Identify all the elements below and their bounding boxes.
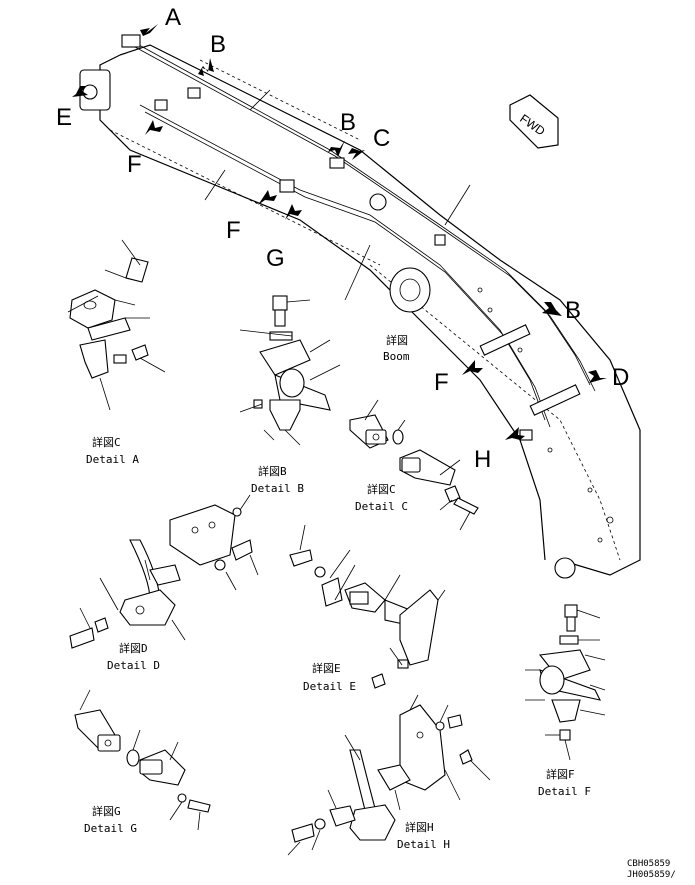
boom-caption: 詳図 Boom (383, 333, 410, 363)
callout-h: H (474, 446, 491, 473)
drawing-code-2: JH005859/ (627, 870, 676, 880)
detail-g-jp: 詳図G (92, 804, 121, 818)
drawing-codes: CBH05859 JH005859/ (627, 859, 676, 880)
arrow-e-icon (72, 86, 88, 97)
callout-f-mid: F (226, 217, 241, 244)
detail-g-en: Detail G (84, 822, 137, 835)
detail-f-jp: 詳図F (546, 767, 575, 781)
callout-a: A (165, 4, 181, 31)
callout-g: G (266, 245, 285, 272)
detail-b-jp: 詳図B (258, 464, 287, 478)
detail-e: 詳図E Detail E (289, 524, 446, 693)
detail-d: 詳図D Detail D (69, 494, 259, 672)
callout-b-right: B (565, 297, 581, 324)
detail-h: 詳図H Detail H (287, 694, 491, 856)
arrow-g-icon (285, 204, 302, 220)
arrow-d-icon (588, 370, 607, 383)
arrow-c-icon (348, 148, 365, 160)
detail-h-en: Detail H (397, 838, 450, 851)
callout-f-right: F (434, 369, 449, 396)
detail-c: 詳図C Detail C (349, 399, 479, 531)
drawing-code-1: CBH05859 (627, 859, 670, 869)
arrow-f-mid-icon (258, 190, 277, 205)
detail-e-jp: 詳図E (312, 661, 341, 675)
detail-c-en: Detail C (355, 500, 408, 513)
boom-assembly (79, 34, 641, 579)
detail-a-jp: 詳図C (92, 435, 121, 449)
boom-caption-jp: 詳図 (386, 333, 408, 347)
detail-b: 詳図B Detail B (239, 295, 341, 495)
fwd-arrow-icon: FWD (509, 94, 559, 149)
arrow-b-top-icon (198, 58, 214, 76)
detail-d-en: Detail D (107, 659, 160, 672)
detail-a: 詳図C Detail A (67, 239, 166, 466)
callout-b-mid: B (340, 109, 356, 136)
callout-labels: A B E F B C F G B D F H (56, 4, 629, 473)
detail-e-en: Detail E (303, 680, 356, 693)
arrow-b-right-icon (542, 302, 562, 316)
detail-h-jp: 詳図H (405, 820, 434, 834)
detail-d-jp: 詳図D (119, 641, 148, 655)
callout-d: D (612, 364, 629, 391)
callout-f-left: F (127, 151, 142, 178)
detail-b-en: Detail B (251, 482, 304, 495)
callout-c: C (373, 125, 390, 152)
detail-a-en: Detail A (86, 453, 139, 466)
callout-arrows (72, 24, 607, 440)
arrow-a-icon (140, 24, 158, 36)
arrow-h-icon (505, 427, 525, 440)
detail-g: 詳図G Detail G (74, 689, 211, 835)
detail-f-en: Detail F (538, 785, 591, 798)
callout-b-top: B (210, 31, 226, 58)
boom-caption-en: Boom (383, 350, 410, 363)
arrow-f-left-icon (145, 120, 163, 135)
callout-e: E (56, 104, 72, 131)
fwd-label: FWD (517, 111, 548, 138)
detail-f: 詳図F Detail F (525, 604, 606, 798)
detail-c-jp: 詳図C (367, 482, 396, 496)
arrow-f-right-icon (462, 360, 483, 375)
arrow-b-mid-icon (328, 140, 345, 157)
